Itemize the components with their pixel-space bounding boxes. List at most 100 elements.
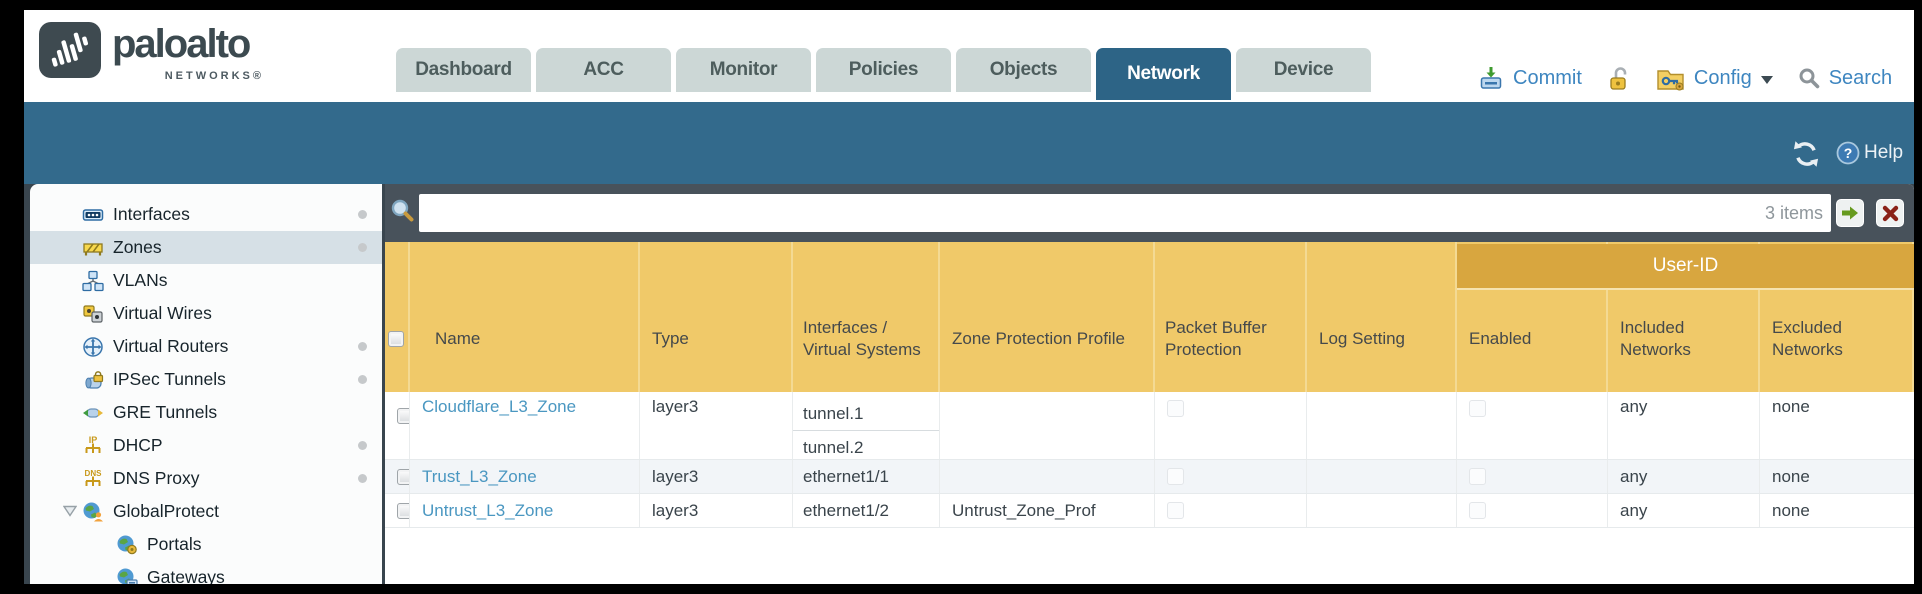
refresh-icon[interactable] bbox=[1792, 140, 1820, 168]
table-row: Untrust_L3_Zone layer3 ethernet1/2 Untru… bbox=[385, 494, 1914, 528]
help-icon: ? bbox=[1836, 141, 1860, 165]
log-setting-cell bbox=[1307, 494, 1457, 527]
gateways-icon bbox=[117, 568, 138, 584]
sidebar-item-gre-tunnels[interactable]: GRE Tunnels bbox=[30, 396, 382, 429]
sidebar-item-zones[interactable]: Zones bbox=[30, 231, 382, 264]
close-icon bbox=[1882, 205, 1898, 221]
config-icon bbox=[1657, 69, 1684, 90]
row-checkbox[interactable] bbox=[397, 468, 409, 485]
commit-button[interactable]: Commit bbox=[1513, 66, 1582, 89]
select-all-checkbox[interactable] bbox=[388, 331, 404, 347]
sidebar-item-label: Gateways bbox=[147, 567, 225, 584]
packet-buffer-protection-checkbox[interactable] bbox=[1167, 400, 1184, 417]
column-header-packet-buffer-protection[interactable]: Packet Buffer Protection bbox=[1155, 242, 1307, 392]
search-button[interactable]: Search bbox=[1828, 66, 1893, 89]
primary-tabs: Dashboard ACC Monitor Policies Objects N… bbox=[396, 48, 1371, 100]
column-header-zone-protection-profile[interactable]: Zone Protection Profile bbox=[940, 242, 1155, 392]
sidebar-item-virtual-wires[interactable]: Virtual Wires bbox=[30, 297, 382, 330]
chevron-down-icon[interactable] bbox=[1760, 75, 1773, 84]
sidebar-item-label: Portals bbox=[147, 534, 202, 554]
table-row: Cloudflare_L3_Zone layer3 tunnel.1 tunne… bbox=[385, 392, 1914, 460]
gre-tunnels-icon bbox=[83, 407, 103, 418]
dns-proxy-icon: DNS bbox=[85, 469, 102, 486]
apply-filter-button[interactable] bbox=[1836, 199, 1864, 227]
commit-icon bbox=[1480, 66, 1502, 89]
zone-protection-profile-cell bbox=[940, 392, 1155, 459]
config-button[interactable]: Config bbox=[1693, 66, 1752, 89]
virtual-wires-icon bbox=[83, 304, 103, 323]
zone-type-cell: layer3 bbox=[640, 494, 793, 527]
status-dot bbox=[358, 243, 367, 252]
table-body: Cloudflare_L3_Zone layer3 tunnel.1 tunne… bbox=[385, 392, 1914, 528]
sidebar-item-portals[interactable]: Portals bbox=[30, 528, 382, 561]
interfaces-cell: tunnel.1 tunnel.2 bbox=[793, 392, 940, 459]
user-id-enabled-checkbox[interactable] bbox=[1469, 502, 1486, 519]
zone-name-link[interactable]: Untrust_L3_Zone bbox=[422, 500, 554, 520]
status-dot bbox=[358, 342, 367, 351]
packet-buffer-protection-checkbox[interactable] bbox=[1167, 502, 1184, 519]
svg-text:?: ? bbox=[1844, 145, 1853, 161]
sidebar-item-dhcp[interactable]: IP DHCP bbox=[30, 429, 382, 462]
filter-bar: 3 items bbox=[385, 184, 1914, 242]
row-checkbox[interactable] bbox=[397, 408, 409, 424]
interfaces-cell: ethernet1/2 bbox=[793, 494, 940, 527]
column-header-type[interactable]: Type bbox=[640, 242, 793, 392]
sidebar-item-label: Zones bbox=[113, 237, 162, 257]
sidebar-item-virtual-routers[interactable]: Virtual Routers bbox=[30, 330, 382, 363]
column-header-excluded-networks[interactable]: Excluded Networks bbox=[1760, 242, 1914, 392]
green-arrow-icon bbox=[1842, 206, 1858, 220]
interfaces-icon bbox=[82, 208, 104, 221]
column-header-interfaces[interactable]: Interfaces / Virtual Systems bbox=[793, 242, 940, 392]
sidebar-item-label: DNS Proxy bbox=[113, 468, 200, 488]
sidebar-item-globalprotect[interactable]: GlobalProtect bbox=[30, 495, 382, 528]
sidebar-item-dns-proxy[interactable]: DNS DNS Proxy bbox=[30, 462, 382, 495]
tab-monitor[interactable]: Monitor bbox=[676, 48, 811, 92]
zone-name-link[interactable]: Cloudflare_L3_Zone bbox=[422, 397, 577, 416]
sidebar-item-gateways[interactable]: Gateways bbox=[30, 561, 382, 584]
filter-input[interactable] bbox=[419, 194, 1831, 232]
virtual-routers-icon bbox=[83, 336, 103, 357]
sidebar-item-label: GlobalProtect bbox=[113, 501, 220, 521]
collapse-triangle-icon[interactable] bbox=[63, 505, 77, 517]
included-networks-cell: any bbox=[1608, 460, 1760, 493]
tab-dashboard[interactable]: Dashboard bbox=[396, 48, 531, 92]
tab-objects[interactable]: Objects bbox=[956, 48, 1091, 92]
dhcp-icon: IP bbox=[85, 435, 101, 453]
log-setting-cell bbox=[1307, 460, 1457, 493]
sidebar-item-interfaces[interactable]: Interfaces bbox=[30, 198, 382, 231]
table-header: Name Type Interfaces / Virtual Systems Z… bbox=[385, 242, 1914, 392]
filter-search-icon bbox=[391, 199, 414, 222]
toolbar-band: ? Help bbox=[24, 102, 1914, 184]
sidebar-item-ipsec-tunnels[interactable]: IPSec Tunnels bbox=[30, 363, 382, 396]
column-header-included-networks[interactable]: Included Networks bbox=[1608, 242, 1760, 392]
zone-protection-profile-cell: Untrust_Zone_Prof bbox=[940, 494, 1155, 527]
user-id-enabled-checkbox[interactable] bbox=[1469, 400, 1486, 417]
row-checkbox[interactable] bbox=[397, 502, 409, 519]
packet-buffer-protection-checkbox[interactable] bbox=[1167, 468, 1184, 485]
column-header-enabled[interactable]: Enabled bbox=[1457, 242, 1608, 392]
column-header-name[interactable]: Name bbox=[410, 242, 640, 392]
interface-entry: tunnel.2 bbox=[803, 438, 864, 457]
sidebar-item-vlans[interactable]: VLANs bbox=[30, 264, 382, 297]
select-all-cell bbox=[385, 242, 410, 392]
clear-filter-button[interactable] bbox=[1876, 199, 1904, 227]
main-panel: 3 items Name Type Interfaces / Virtual S… bbox=[385, 184, 1914, 584]
sidebar-item-label: Virtual Routers bbox=[113, 336, 229, 356]
status-dot bbox=[358, 210, 367, 219]
lock-icon[interactable] bbox=[1607, 65, 1631, 92]
portals-icon bbox=[117, 535, 137, 554]
sidebar-item-label: GRE Tunnels bbox=[113, 402, 218, 422]
user-id-enabled-checkbox[interactable] bbox=[1469, 468, 1486, 485]
column-header-log-setting[interactable]: Log Setting bbox=[1307, 242, 1457, 392]
included-networks-cell: any bbox=[1608, 392, 1760, 459]
tab-acc[interactable]: ACC bbox=[536, 48, 671, 92]
tab-network[interactable]: Network bbox=[1096, 48, 1231, 100]
included-networks-cell: any bbox=[1608, 494, 1760, 527]
tab-device[interactable]: Device bbox=[1236, 48, 1371, 92]
interface-entry: tunnel.1 bbox=[793, 397, 939, 431]
help-button[interactable]: ? Help bbox=[1836, 141, 1903, 165]
log-setting-cell bbox=[1307, 392, 1457, 459]
tab-policies[interactable]: Policies bbox=[816, 48, 951, 92]
zone-name-link[interactable]: Trust_L3_Zone bbox=[422, 466, 537, 486]
